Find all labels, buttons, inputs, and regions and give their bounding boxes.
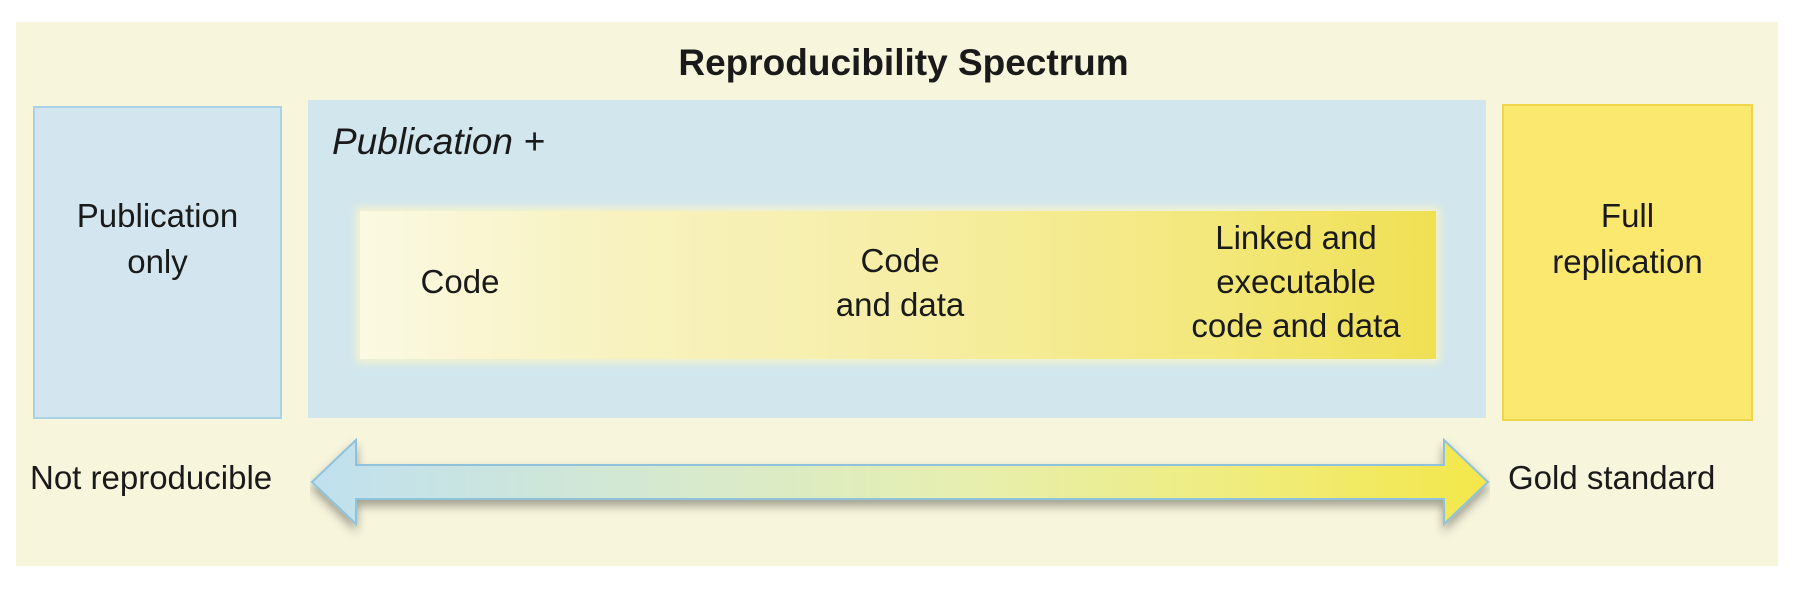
diagram-title: Reproducibility Spectrum bbox=[678, 42, 1129, 83]
level-linked-executable-label: Linked and executable code and data bbox=[1191, 219, 1401, 344]
level-code-label: Code bbox=[420, 263, 500, 300]
full-replication-box bbox=[1502, 104, 1753, 421]
full-replication-label: Full replication bbox=[1552, 197, 1703, 280]
publication-plus-label: Publication + bbox=[332, 121, 545, 162]
gold-standard-label: Gold standard bbox=[1508, 459, 1716, 496]
not-reproducible-label: Not reproducible bbox=[30, 459, 273, 496]
spectrum-arrow bbox=[310, 437, 1490, 527]
publication-only-box bbox=[33, 106, 282, 419]
level-code-and-data-label: Code and data bbox=[835, 242, 965, 323]
publication-only-label: Publication only bbox=[76, 197, 239, 280]
code-data-gradient-bar bbox=[360, 211, 1436, 359]
spectrum-arrow-shape bbox=[310, 437, 1490, 527]
